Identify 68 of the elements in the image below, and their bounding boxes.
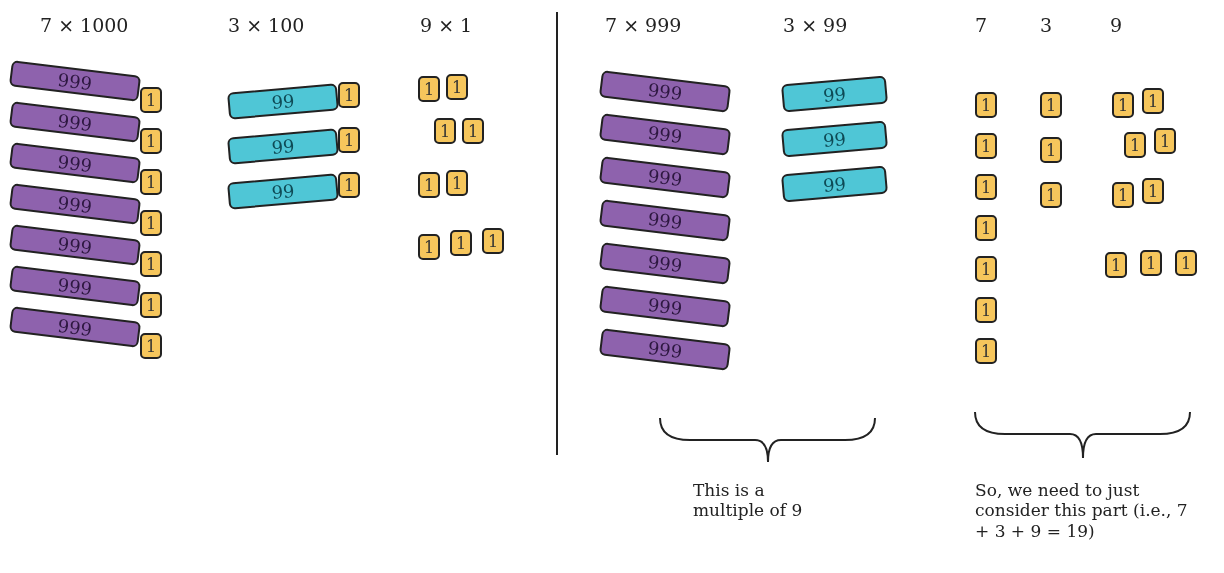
number-tile: 1 xyxy=(140,128,162,154)
number-bar: 999 xyxy=(8,183,142,225)
number-tile: 1 xyxy=(1124,132,1146,158)
number-tile: 1 xyxy=(140,251,162,277)
number-tile: 1 xyxy=(975,215,997,241)
number-tile: 1 xyxy=(975,92,997,118)
number-tile: 1 xyxy=(1040,137,1062,163)
number-bar: 99 xyxy=(781,75,888,113)
number-tile: 1 xyxy=(338,82,360,108)
number-tile: 1 xyxy=(446,74,468,100)
number-bar: 999 xyxy=(8,265,142,307)
multiplication-label: 9 xyxy=(1110,14,1123,36)
number-bar: 999 xyxy=(598,242,732,285)
multiplication-label: 3 × 99 xyxy=(783,14,848,36)
note-text: So, we need to just consider this part (i.e., 7 + 3 + 9 = 19) xyxy=(975,480,1189,542)
number-bar: 999 xyxy=(8,224,142,266)
number-tile: 1 xyxy=(975,174,997,200)
number-bar: 999 xyxy=(598,199,732,242)
number-bar: 99 xyxy=(227,128,339,165)
number-tile: 1 xyxy=(975,297,997,323)
number-tile: 1 xyxy=(434,118,456,144)
number-bar: 99 xyxy=(227,173,339,210)
number-tile: 1 xyxy=(140,333,162,359)
number-bar: 999 xyxy=(8,306,142,348)
multiplication-label: 7 × 999 xyxy=(605,14,682,36)
number-tile: 1 xyxy=(418,76,440,102)
multiplication-label: 3 xyxy=(1040,14,1053,36)
number-tile: 1 xyxy=(1154,128,1176,154)
number-tile: 1 xyxy=(462,118,484,144)
multiplication-label: 3 × 100 xyxy=(228,14,305,36)
number-tile: 1 xyxy=(1105,252,1127,278)
number-tile: 1 xyxy=(338,172,360,198)
number-bar: 999 xyxy=(598,285,732,328)
number-tile: 1 xyxy=(140,169,162,195)
number-tile: 1 xyxy=(1140,250,1162,276)
number-bar: 999 xyxy=(598,70,732,113)
number-bar: 999 xyxy=(8,142,142,184)
number-bar: 999 xyxy=(598,113,732,156)
number-tile: 1 xyxy=(482,228,504,254)
number-tile: 1 xyxy=(975,338,997,364)
number-tile: 1 xyxy=(418,234,440,260)
number-tile: 1 xyxy=(1040,182,1062,208)
number-bar: 999 xyxy=(598,328,732,371)
number-tile: 1 xyxy=(140,292,162,318)
number-tile: 1 xyxy=(1040,92,1062,118)
number-bar: 999 xyxy=(8,101,142,143)
number-tile: 1 xyxy=(975,256,997,282)
number-tile: 1 xyxy=(1112,182,1134,208)
number-tile: 1 xyxy=(450,230,472,256)
number-bar: 999 xyxy=(8,60,142,102)
number-tile: 1 xyxy=(1112,92,1134,118)
note-text: This is a multiple of 9 xyxy=(693,480,803,521)
number-tile: 1 xyxy=(418,172,440,198)
number-bar: 99 xyxy=(781,120,888,158)
number-tile: 1 xyxy=(140,210,162,236)
number-tile: 1 xyxy=(140,87,162,113)
number-bar: 999 xyxy=(598,156,732,199)
number-bar: 99 xyxy=(227,83,339,120)
number-bar: 99 xyxy=(781,165,888,203)
number-tile: 1 xyxy=(1175,250,1197,276)
number-tile: 1 xyxy=(1142,88,1164,114)
multiplication-label: 7 xyxy=(975,14,988,36)
number-tile: 1 xyxy=(338,127,360,153)
multiplication-label: 7 × 1000 xyxy=(40,14,129,36)
number-tile: 1 xyxy=(446,170,468,196)
number-tile: 1 xyxy=(975,133,997,159)
number-tile: 1 xyxy=(1142,178,1164,204)
multiplication-label: 9 × 1 xyxy=(420,14,473,36)
